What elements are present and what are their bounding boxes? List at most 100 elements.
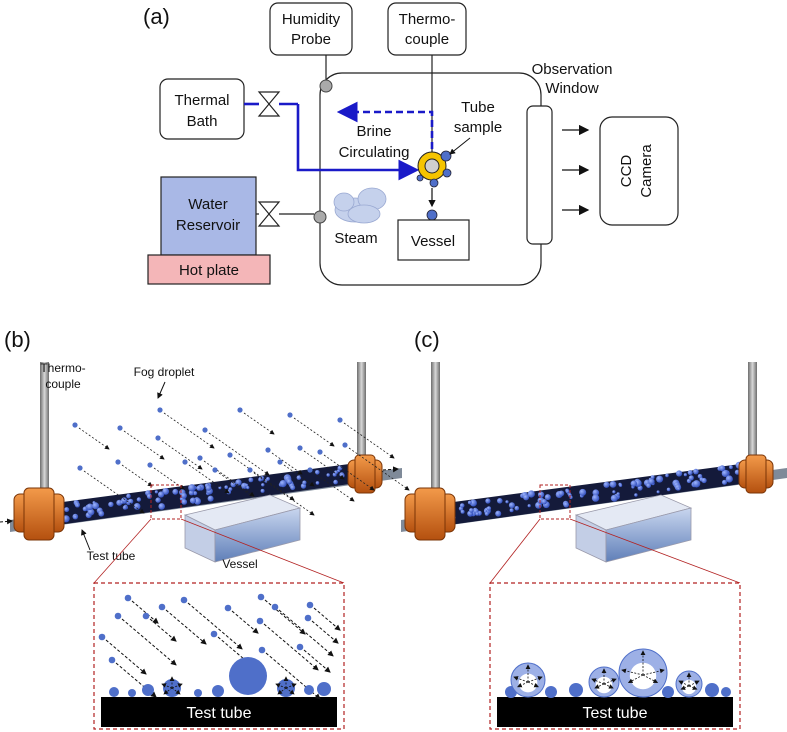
thermal-bath-label: Bath — [187, 113, 218, 130]
inset-c-droplets — [505, 648, 731, 698]
tube-droplet — [656, 490, 660, 494]
inset-b-tube-bar — [101, 697, 337, 727]
tube-droplet — [73, 515, 78, 520]
tube-droplet — [688, 475, 694, 481]
growth-arrow — [603, 678, 617, 685]
fog-droplet — [224, 604, 232, 612]
tube-droplet — [205, 485, 212, 491]
tube-droplet — [158, 491, 165, 498]
tube-droplet — [286, 479, 292, 485]
tube-droplet — [154, 490, 158, 494]
tube-droplet — [603, 481, 610, 488]
tube-sample-label: sample — [454, 119, 502, 136]
fog-droplet — [317, 449, 323, 455]
tube-droplet — [692, 480, 701, 488]
tube-droplet — [126, 493, 131, 499]
fog-droplet — [197, 455, 203, 461]
fog-trajectory — [253, 472, 315, 516]
condensed-droplet — [194, 689, 202, 697]
tube-droplet — [591, 494, 600, 502]
zoom-region-c — [539, 484, 571, 520]
water-reservoir-label: Reservoir — [176, 217, 240, 234]
fog-trajectory — [303, 649, 331, 673]
thermocouple-rod — [40, 362, 49, 494]
tube-droplet — [721, 469, 729, 477]
condensed-droplet — [545, 686, 557, 698]
growth-arrow — [277, 687, 287, 695]
tube-droplet — [333, 479, 338, 485]
tube-droplet — [189, 497, 197, 504]
fog-droplet — [265, 447, 271, 453]
tube-droplet — [87, 508, 95, 516]
valve-icon — [257, 201, 281, 227]
tube-droplet — [302, 480, 307, 485]
tube-droplet — [122, 505, 128, 510]
growth-arrow — [275, 683, 287, 689]
fog-trajectory — [293, 417, 335, 447]
growth-arrow — [513, 676, 529, 683]
sample-droplets — [416, 150, 452, 188]
growth-arrow — [163, 687, 173, 695]
fog-droplet — [257, 593, 265, 601]
tube-droplet — [666, 487, 671, 492]
inset-b-test-tube-label: Test tube — [187, 705, 252, 722]
condensed-droplet — [705, 683, 719, 697]
fog-trajectory — [265, 652, 321, 700]
tube-droplet — [315, 481, 320, 485]
fog-droplet — [182, 459, 188, 465]
vessel-box — [397, 219, 470, 261]
tube-droplet — [172, 488, 179, 495]
tube-droplet — [469, 499, 477, 507]
tube-droplet — [495, 510, 502, 517]
steam-port — [313, 210, 327, 224]
tube-droplet — [181, 499, 188, 505]
tube-droplet — [687, 470, 693, 476]
fog-trajectory — [78, 427, 110, 450]
inset-c-tube-bar — [497, 697, 733, 727]
tube-droplet — [538, 491, 545, 498]
tube-droplet — [98, 510, 105, 517]
tube-droplet — [207, 495, 214, 502]
tube-droplet — [541, 499, 547, 505]
panel-label-b: (b) — [4, 327, 31, 352]
condensed-droplet — [109, 687, 119, 697]
fog-droplet — [256, 617, 264, 625]
steam-label: Steam — [334, 230, 377, 247]
fog-trajectory — [313, 607, 341, 631]
growth-arrow — [285, 687, 295, 695]
fog-droplet — [237, 407, 243, 413]
tube-droplet — [460, 509, 465, 514]
fog-trajectory — [343, 422, 395, 459]
fog-trajectory — [123, 430, 165, 460]
fog-droplet — [180, 596, 188, 604]
fog-droplet — [210, 630, 218, 638]
tube-droplet — [514, 505, 520, 511]
growth-arrow — [591, 678, 605, 685]
vessel-label: Vessel — [411, 233, 455, 250]
tube-droplet — [648, 478, 655, 485]
tube-droplet — [612, 490, 616, 494]
tube-droplet — [260, 488, 265, 493]
tube-droplet — [279, 480, 287, 488]
fog-trajectory — [131, 600, 159, 624]
humidity-port — [319, 79, 333, 93]
condensed-droplet — [229, 657, 267, 695]
tube-droplet — [326, 473, 330, 477]
droplet-core — [629, 662, 657, 690]
tube-droplet — [527, 504, 531, 508]
tube-droplet — [484, 511, 489, 516]
tube-droplet — [180, 492, 187, 499]
humidity-probe-label: Humidity — [282, 11, 341, 28]
tube-droplet — [527, 490, 535, 498]
tube-droplet — [676, 470, 683, 477]
droplet-core — [595, 676, 613, 694]
fog-trajectory — [311, 620, 339, 644]
tube-droplet — [722, 479, 727, 485]
tube-droplet — [719, 465, 726, 472]
observation-window — [526, 105, 553, 245]
tube-droplet — [82, 506, 88, 512]
tube-droplet — [505, 500, 509, 504]
fog-trajectory — [271, 452, 303, 475]
tube-droplet — [485, 498, 491, 504]
fog-droplet — [304, 614, 312, 622]
